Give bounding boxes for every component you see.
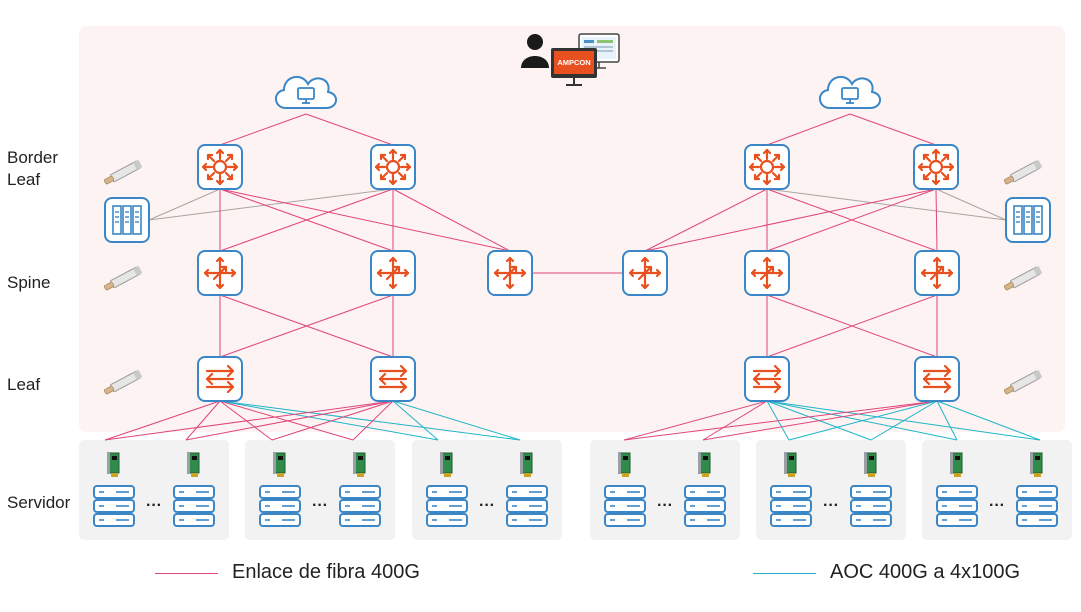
ellipsis-icon: ··· <box>657 497 673 514</box>
fiber-link <box>185 400 394 441</box>
spine-switch-icon[interactable] <box>621 249 669 297</box>
fiber-link <box>935 188 938 252</box>
fiber-link <box>271 400 394 441</box>
fiber-link <box>305 113 394 146</box>
aoc-link <box>870 400 938 441</box>
storage-link <box>766 188 1007 221</box>
server-icon[interactable] <box>339 485 381 527</box>
fiber-link <box>104 400 394 441</box>
nic-card-icon <box>519 451 533 478</box>
spine-switch-icon[interactable] <box>196 249 244 297</box>
ellipsis-icon: ··· <box>989 497 1005 514</box>
aoc-link <box>219 400 439 441</box>
fiber-link <box>766 188 937 252</box>
legend-fiber-label: Enlace de fibra 400G <box>232 561 420 583</box>
fiber-link <box>849 113 937 146</box>
aoc-link <box>392 400 439 441</box>
fiber-link <box>702 400 768 441</box>
row-label-server: Servidor <box>7 493 71 512</box>
spine-switch-icon[interactable] <box>743 249 791 297</box>
ellipsis-icon: ··· <box>146 497 162 514</box>
nic-card-icon <box>863 451 877 478</box>
aoc-link <box>392 400 521 441</box>
server-icon[interactable] <box>936 485 978 527</box>
nic-card-icon <box>697 451 711 478</box>
fiber-link <box>219 188 394 252</box>
aoc-link <box>788 400 938 441</box>
legend-fiber-line <box>155 573 218 574</box>
server-icon[interactable] <box>770 485 812 527</box>
storage-icon[interactable] <box>104 197 150 243</box>
row-label-border-leaf: Border Leaf <box>7 148 59 189</box>
fiber-link <box>766 113 851 146</box>
server-icon[interactable] <box>93 485 135 527</box>
nic-card-icon <box>783 451 797 478</box>
leaf-switch-icon[interactable] <box>913 355 961 403</box>
legend-aoc-line <box>753 573 816 574</box>
fiber-link <box>185 400 221 441</box>
fiber-link <box>104 400 221 441</box>
fiber-link <box>219 294 394 358</box>
border-leaf-router-icon[interactable] <box>196 143 244 191</box>
leaf-switch-icon[interactable] <box>196 355 244 403</box>
border-leaf-router-icon[interactable] <box>369 143 417 191</box>
nic-card-icon <box>1029 451 1043 478</box>
aoc-link <box>219 400 521 441</box>
fiber-link <box>623 400 768 441</box>
border-leaf-router-icon[interactable] <box>743 143 791 191</box>
storage-link <box>148 188 221 221</box>
nic-card-icon <box>352 451 366 478</box>
server-icon[interactable] <box>259 485 301 527</box>
nic-card-icon <box>949 451 963 478</box>
server-icon[interactable] <box>604 485 646 527</box>
aoc-link <box>936 400 1041 441</box>
network-panel <box>79 26 1065 432</box>
spine-switch-icon[interactable] <box>913 249 961 297</box>
nic-card-icon <box>186 451 200 478</box>
fiber-link <box>219 113 307 146</box>
nic-card-icon <box>617 451 631 478</box>
fiber-link <box>702 400 938 441</box>
leaf-switch-icon[interactable] <box>743 355 791 403</box>
row-label-spine: Spine <box>7 273 51 292</box>
server-icon[interactable] <box>506 485 548 527</box>
fiber-link <box>219 188 511 252</box>
nic-card-icon <box>439 451 453 478</box>
fiber-link <box>219 400 354 441</box>
fiber-link <box>352 400 394 441</box>
nic-card-icon <box>106 451 120 478</box>
legend-aoc-label: AOC 400G a 4x100G <box>830 561 1021 583</box>
management-brand: AMPCON <box>557 58 590 67</box>
fiber-link <box>766 294 938 358</box>
fiber-link <box>644 188 768 252</box>
ellipsis-icon: ··· <box>479 497 495 514</box>
storage-link <box>935 188 1007 221</box>
links <box>104 113 1041 441</box>
server-icon[interactable] <box>173 485 215 527</box>
fiber-link <box>623 400 938 441</box>
ellipsis-icon: ··· <box>312 497 328 514</box>
storage-icon[interactable] <box>1005 197 1051 243</box>
server-icon[interactable] <box>684 485 726 527</box>
border-leaf-router-icon[interactable] <box>912 143 960 191</box>
nic-card-icon <box>272 451 286 478</box>
server-icon[interactable] <box>1016 485 1058 527</box>
storage-link <box>148 188 394 221</box>
server-panels <box>79 440 1072 540</box>
management-station[interactable]: AMPCON <box>520 33 620 86</box>
nodes: ··· ··· ··· ··· ··· ··· <box>93 75 1058 527</box>
ellipsis-icon: ··· <box>823 497 839 514</box>
server-icon[interactable] <box>426 485 468 527</box>
leaf-switch-icon[interactable] <box>369 355 417 403</box>
row-label-leaf: Leaf <box>7 375 41 394</box>
fiber-link <box>392 188 511 252</box>
spine-switch-icon[interactable] <box>486 249 534 297</box>
server-icon[interactable] <box>850 485 892 527</box>
fiber-link <box>644 188 937 252</box>
spine-switch-icon[interactable] <box>369 249 417 297</box>
aoc-link <box>936 400 958 441</box>
